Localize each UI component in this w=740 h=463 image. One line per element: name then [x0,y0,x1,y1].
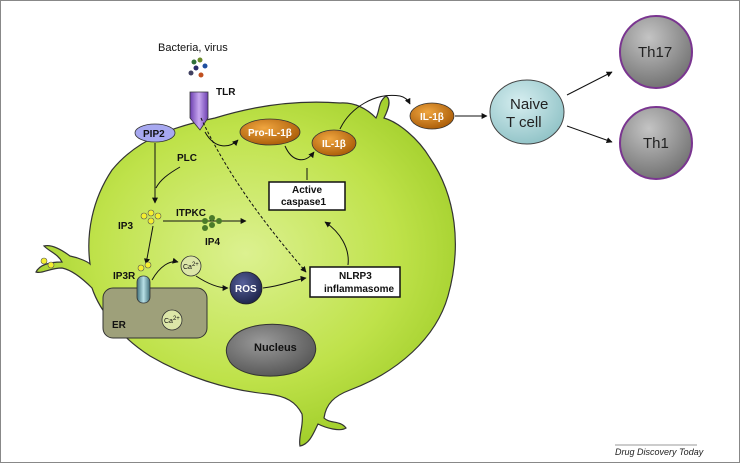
ip3r-label: IP3R [113,271,136,282]
tlr-label: TLR [216,87,236,98]
pro-il1b-label: Pro-IL-1β [248,128,292,139]
il1b-inner-label: IL-1β [322,139,346,150]
calcium-to-ros-arrow [195,275,229,291]
tlr-to-nlrp3-dashed-arrow [200,117,307,273]
pro-il1b-to-il1b-arrow [284,145,315,161]
ros-label: ROS [235,284,257,295]
il1b-inner-cytokine [311,129,357,157]
naive-to-th17-arrow [566,71,613,96]
pathogen-dots [188,57,208,78]
ip3-bound-molecules [40,257,152,272]
ros-molecule [229,271,263,305]
ip3-molecules [140,209,162,225]
cytosolic-calcium-label: Ca2+ [183,262,199,271]
caspase-label-line2: caspase1 [281,197,326,208]
naive-to-th1-arrow [566,125,613,144]
tlr-to-pro-il1b-arrow [204,131,239,147]
ip4-label: IP4 [205,237,220,248]
th17-cell [619,15,693,89]
plc-label: PLC [177,153,197,164]
naive-t-cell [489,79,565,145]
pip2-receptor [134,123,176,143]
nucleus [225,323,317,377]
stimulus-label: Bacteria, virus [158,42,228,54]
er-organelle [102,287,208,339]
journal-caption: Drug Discovery Today [615,447,704,457]
nlrp3-label-line2: inflammasome [324,284,394,295]
naive-label-line1: Naive [510,96,548,113]
ip3-label: IP3 [118,221,133,232]
dendritic-cell-body [35,95,456,447]
ip3r-channel [136,275,151,304]
il1b-secretion-arrow [339,94,411,130]
active-caspase1-box [268,181,346,211]
ros-to-nlrp3-arrow [262,275,307,289]
er-calcium-label: Ca2+ [164,316,180,325]
il1b-outer-cytokine [409,102,455,130]
nucleus-label: Nucleus [254,342,297,354]
naive-label-line2: T cell [506,114,542,131]
er-label: ER [112,320,127,331]
th17-label: Th17 [638,44,672,61]
nlrp3-label-line1: NLRP3 [339,271,372,282]
itpkc-label: ITPKC [176,208,206,219]
er-calcium-store [161,309,183,331]
plc-action-line [155,166,181,189]
cytosolic-calcium [180,255,202,277]
pro-il1b-cytokine [239,118,301,146]
pip2-label: PIP2 [143,129,165,140]
th1-label: Th1 [643,135,669,152]
il1b-outer-label: IL-1β [420,112,444,123]
ip4-molecules [202,215,222,231]
nlrp3-inflammasome-box [309,266,401,298]
calcium-release-arrow [151,257,179,281]
caspase-label-line1: Active [292,185,322,196]
ip3-to-ip3r-arrow [144,225,154,265]
nlrp3-to-caspase-arrow [324,221,349,266]
th1-cell [619,106,693,180]
